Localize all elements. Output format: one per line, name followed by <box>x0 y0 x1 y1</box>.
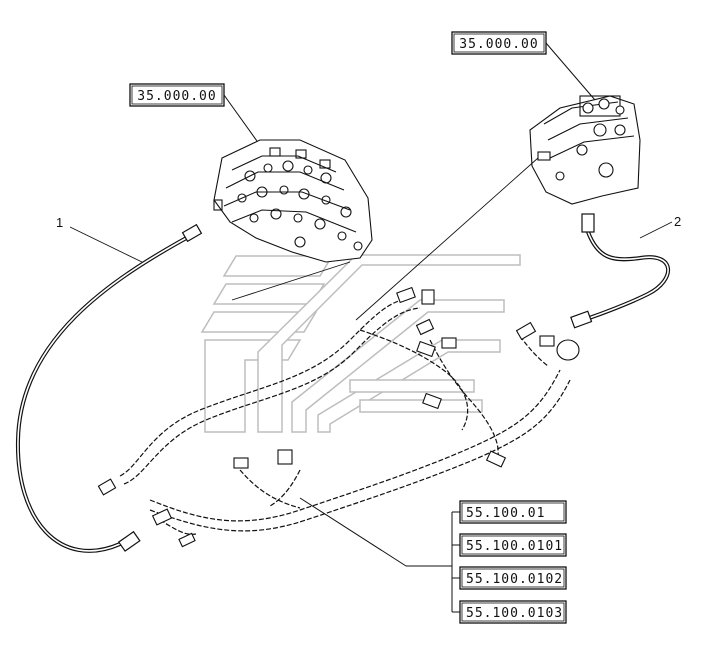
ref-list-item-0: 55.100.01 <box>459 500 567 524</box>
ref-leader-top-right <box>545 42 596 101</box>
leader-lines <box>231 157 539 321</box>
harness-connectors <box>97 286 580 548</box>
callout-1: 1 <box>56 215 63 230</box>
callout-leader-2 <box>639 221 673 239</box>
ref-list-label-3: 55.100.0103 <box>466 606 563 621</box>
ref-list-label-0: 55.100.01 <box>466 506 545 521</box>
cable-item-1 <box>15 223 203 553</box>
ref-label-top-right: 35.000.00 <box>459 37 538 52</box>
ref-label-top-left: 35.000.00 <box>137 89 216 104</box>
ref-list-item-1: 55.100.0101 <box>459 533 567 557</box>
main-wiring-harness <box>119 297 571 535</box>
callout-2: 2 <box>674 214 681 229</box>
ref-list-label-1: 55.100.0101 <box>466 539 563 554</box>
cable-item-2 <box>570 213 670 329</box>
watermark-logo <box>200 254 521 433</box>
ref-list-bracket <box>299 497 460 613</box>
ref-leader-top-left <box>223 94 263 149</box>
callout-leader-1 <box>69 226 143 263</box>
ref-list-item-2: 55.100.0102 <box>459 566 567 590</box>
ref-list-item-3: 55.100.0103 <box>459 600 567 624</box>
ref-list-label-2: 55.100.0102 <box>466 572 563 587</box>
control-valve-block-left <box>213 139 373 263</box>
control-valve-block-right <box>529 95 641 205</box>
ref-box-top-right: 35.000.00 <box>451 31 547 55</box>
ref-box-top-left: 35.000.00 <box>129 83 225 107</box>
